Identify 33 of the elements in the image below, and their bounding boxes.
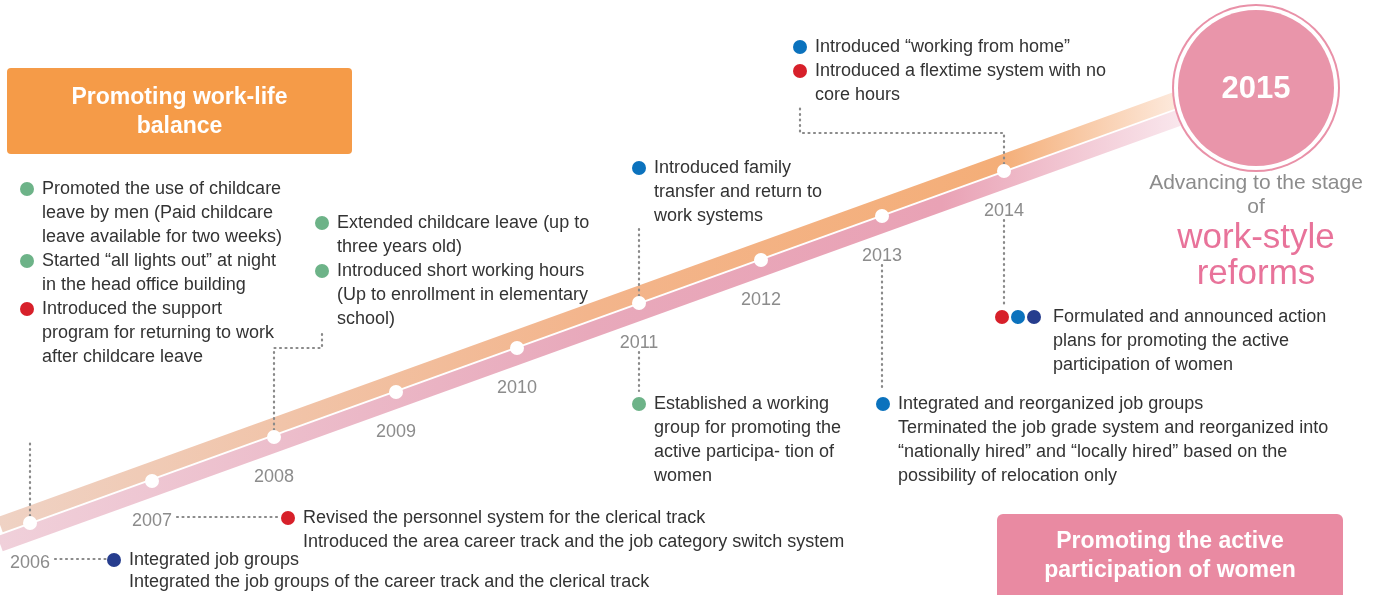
event-text: Introduced “working from home” (815, 35, 1071, 58)
event-text: Established a working group for promoting the active participa- tion of women (654, 392, 843, 487)
event-text: Introduced the support program for returning to work after childcare leave (42, 297, 276, 368)
milestone-highlight: work-style reforms (1176, 218, 1336, 290)
leader-line (637, 225, 641, 298)
leader-line (53, 557, 109, 561)
event-text: Introduced the area career track and the job category switch system (303, 530, 845, 553)
year-label: 2010 (496, 377, 537, 397)
year-label: 2011 (619, 332, 659, 352)
heading-banner: Promoting work-life balance (7, 68, 352, 154)
year-label: 2012 (740, 289, 781, 309)
year-label: 2009 (375, 421, 416, 441)
year-label: 2013 (861, 245, 902, 265)
event-text: Promoted the use of childcare leave by men (Paid childcare leave available for two weeks) (42, 177, 284, 248)
event-text: Introduced short working hours (Up to enrollment in elementary school) (337, 259, 590, 330)
year-label: 2007 (131, 510, 172, 530)
event-text: Integrated and reorganized job groups (898, 392, 1204, 415)
leader-line (637, 350, 641, 393)
event-text: Introduced a flextime system with no core hours (815, 59, 1108, 106)
year-label: 2006 (9, 552, 50, 572)
milestone-caption: Advancing to the stage of (1148, 170, 1364, 218)
event-text: Integrated the job groups of the career track and the clerical track (129, 570, 650, 592)
heading-banner: Promoting the active participation of women (997, 514, 1343, 595)
event-text: Extended childcare leave (up to three years old) (337, 211, 591, 258)
event-text: Introduced family transfer and return to work systems (654, 156, 824, 227)
leader-line (1002, 218, 1006, 306)
event-text: Revised the personnel system for the clerical track (303, 506, 706, 529)
event-text: Formulated and announced action plans for promoting the active participation of women (1053, 305, 1328, 376)
event-text: Started “all lights out” at night in the head office building (42, 249, 278, 296)
event-text: Integrated job groups (129, 548, 300, 570)
event-text: Terminated the job grade system and reorganized into “nationally hired” and “locally hired” based on the possibility of relocation only (898, 416, 1330, 487)
year-label: 2008 (253, 466, 294, 486)
year-label: 2014 (983, 200, 1024, 220)
